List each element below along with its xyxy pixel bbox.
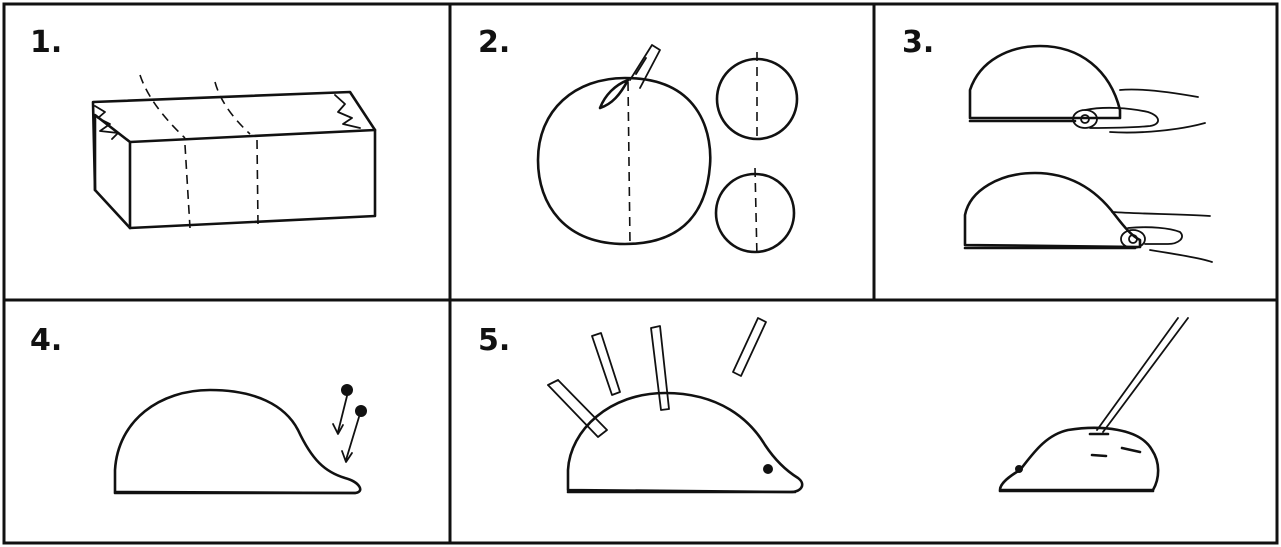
step-4-number: 4.	[30, 323, 62, 358]
step-2-panel: 2.	[478, 25, 799, 259]
hand-icon	[1111, 211, 1213, 263]
stick-icon	[1096, 317, 1189, 433]
block-illustration	[91, 74, 377, 230]
step-3-number: 3.	[902, 25, 934, 60]
step-2-number: 2.	[478, 25, 510, 60]
ball-cut-illustration	[536, 44, 799, 259]
hedgehog-quills-illustration	[547, 317, 804, 494]
pin-icon	[341, 405, 367, 463]
step-4-panel: 4.	[30, 323, 367, 495]
step-5-panel: 5.	[478, 317, 1189, 494]
pin-icon	[332, 384, 353, 435]
shaping-illustration-bottom	[963, 171, 1213, 263]
hand-icon	[1072, 88, 1206, 134]
finished-hedgehog-illustration	[998, 317, 1189, 493]
hedgehog-body-illustration	[113, 384, 367, 495]
stick-icon	[591, 332, 621, 396]
step-3-panel: 3.	[902, 25, 1213, 263]
shaping-illustration-top	[968, 44, 1206, 134]
stick-icon	[547, 379, 608, 438]
step-1-number: 1.	[30, 25, 62, 60]
stick-icon	[650, 325, 670, 411]
knife-icon	[598, 44, 661, 110]
step-1-panel: 1.	[30, 25, 377, 230]
step-5-number: 5.	[478, 323, 510, 358]
stick-icon	[732, 317, 767, 377]
